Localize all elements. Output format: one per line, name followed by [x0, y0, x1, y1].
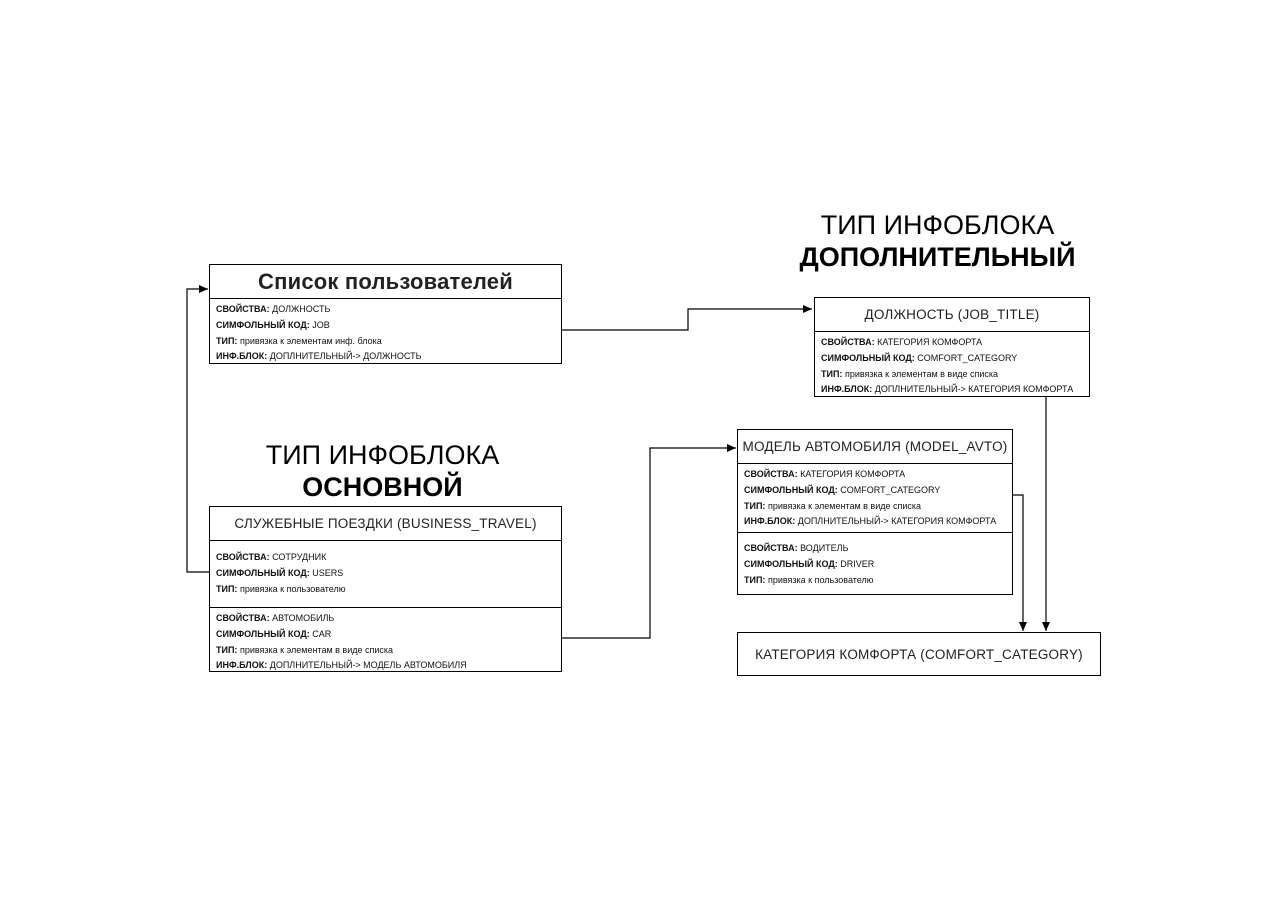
label-code: СИМФОЛЬНЫЙ КОД: — [216, 567, 310, 578]
value-type: привязка к пользователю — [767, 574, 874, 585]
value-type: привязка к элементам в виде списка — [239, 644, 394, 655]
label-block: ИНФ.БЛОК: — [744, 516, 796, 527]
label-type: ТИП: — [216, 335, 238, 346]
entity-model-avto[interactable]: МОДЕЛЬ АВТОМОБИЛЯ (MODEL_AVTO) СВОЙСТВА:… — [737, 429, 1013, 595]
label-type: ТИП: — [216, 583, 238, 594]
property-row-props: СВОЙСТВА: АВТОМОБИЛЬ — [216, 611, 555, 627]
heading-main-line1: ТИП ИНФОБЛОКА — [265, 440, 500, 470]
connector-travel-to-model-avto — [562, 444, 736, 639]
value-props: СОТРУДНИК — [272, 552, 327, 562]
heading-additional: ТИП ИНФОБЛОКА ДОПОЛНИТЕЛЬНЫЙ — [795, 210, 1080, 274]
connector-model-avto-to-comfort — [1013, 494, 1027, 631]
property-row-code: СИМФОЛЬНЫЙ КОД: USERS — [216, 566, 555, 582]
entity-section: СВОЙСТВА: КАТЕГОРИЯ КОМФОРТА СИМФОЛЬНЫЙ … — [815, 332, 1089, 400]
entity-business-travel-title: СЛУЖЕБНЫЕ ПОЕЗДКИ (BUSINESS_TRAVEL) — [210, 507, 561, 541]
label-type: ТИП: — [216, 644, 238, 655]
label-props: СВОЙСТВА: — [744, 469, 798, 479]
heading-main: ТИП ИНФОБЛОКА ОСНОВНОЙ — [255, 440, 510, 504]
entity-comfort-category-title: КАТЕГОРИЯ КОМФОРТА (COMFORT_CATEGORY) — [755, 646, 1083, 662]
value-block: ДОПЛНИТЕЛЬНЫЙ-> МОДЕЛЬ АВТОМОБИЛЯ — [269, 660, 467, 671]
label-code: СИМФОЛЬНЫЙ КОД: — [744, 558, 838, 569]
entity-business-travel[interactable]: СЛУЖЕБНЫЕ ПОЕЗДКИ (BUSINESS_TRAVEL) СВОЙ… — [209, 506, 562, 672]
label-props: СВОЙСТВА: — [821, 337, 875, 347]
connector-users-to-job-title — [562, 305, 812, 331]
property-row-code: СИМФОЛЬНЫЙ КОД: CAR — [216, 627, 555, 643]
value-code: CAR — [312, 628, 332, 639]
label-props: СВОЙСТВА: — [216, 304, 270, 314]
entity-section: СВОЙСТВА: ВОДИТЕЛЬ СИМФОЛЬНЫЙ КОД: DRIVE… — [738, 532, 1012, 590]
label-props: СВОЙСТВА: — [744, 543, 798, 554]
value-type: привязка к элементам инф. блока — [239, 335, 382, 346]
property-row-block: ИНФ.БЛОК: ДОПЛНИТЕЛЬНЫЙ-> КАТЕГОРИЯ КОМФ… — [744, 514, 1006, 530]
property-row-type: ТИП: привязка к пользователю — [216, 582, 555, 598]
label-props: СВОЙСТВА: — [216, 552, 270, 562]
property-row-type: ТИП: привязка к элементам инф. блока — [216, 334, 555, 350]
connector-travel-to-users — [186, 285, 210, 573]
property-row-type: ТИП: привязка к элементам в виде списка — [821, 367, 1083, 383]
entity-job-title-title: ДОЛЖНОСТЬ (JOB_TITLE) — [815, 298, 1089, 332]
value-props: КАТЕГОРИЯ КОМФОРТА — [877, 337, 983, 347]
entity-section: СВОЙСТВА: ДОЛЖНОСТЬ СИМФОЛЬНЫЙ КОД: JOB … — [210, 299, 561, 367]
label-code: СИМФОЛЬНЫЙ КОД: — [216, 628, 310, 639]
label-block: ИНФ.БЛОК: — [216, 660, 268, 671]
property-row-code: СИМФОЛЬНЫЙ КОД: JOB — [216, 318, 555, 334]
label-props: СВОЙСТВА: — [216, 613, 270, 623]
value-props: АВТОМОБИЛЬ — [272, 613, 335, 623]
entity-users-list[interactable]: Список пользователей СВОЙСТВА: ДОЛЖНОСТЬ… — [209, 264, 562, 364]
value-props: ДОЛЖНОСТЬ — [272, 304, 331, 314]
property-row-code: СИМФОЛЬНЫЙ КОД: COMFORT_CATEGORY — [744, 483, 1006, 499]
entity-comfort-category[interactable]: КАТЕГОРИЯ КОМФОРТА (COMFORT_CATEGORY) — [737, 632, 1101, 676]
entity-model-avto-title: МОДЕЛЬ АВТОМОБИЛЯ (MODEL_AVTO) — [738, 430, 1012, 464]
value-code: COMFORT_CATEGORY — [840, 484, 941, 495]
label-code: СИМФОЛЬНЫЙ КОД: — [216, 319, 310, 330]
value-code: DRIVER — [840, 558, 875, 569]
value-code: COMFORT_CATEGORY — [917, 352, 1018, 363]
property-row-type: ТИП: привязка к элементам в виде списка — [216, 643, 555, 659]
heading-main-line2: ОСНОВНОЙ — [302, 471, 463, 502]
property-row-block: ИНФ.БЛОК: ДОПЛНИТЕЛЬНЫЙ-> КАТЕГОРИЯ КОМФ… — [821, 382, 1083, 398]
property-row-props: СВОЙСТВА: КАТЕГОРИЯ КОМФОРТА — [744, 467, 1006, 483]
label-type: ТИП: — [744, 574, 766, 585]
label-code: СИМФОЛЬНЫЙ КОД: — [821, 352, 915, 363]
property-row-props: СВОЙСТВА: ДОЛЖНОСТЬ — [216, 302, 555, 318]
entity-section: СВОЙСТВА: КАТЕГОРИЯ КОМФОРТА СИМФОЛЬНЫЙ … — [738, 464, 1012, 532]
label-block: ИНФ.БЛОК: — [216, 351, 268, 362]
value-type: привязка к элементам в виде списка — [767, 500, 922, 511]
property-row-type: ТИП: привязка к элементам в виде списка — [744, 499, 1006, 515]
value-props: КАТЕГОРИЯ КОМФОРТА — [800, 469, 906, 479]
value-block: ДОПЛНИТЕЛЬНЫЙ-> ДОЛЖНОСТЬ — [269, 351, 422, 362]
label-type: ТИП: — [744, 500, 766, 511]
heading-additional-line1: ТИП ИНФОБЛОКА — [820, 210, 1055, 240]
label-code: СИМФОЛЬНЫЙ КОД: — [744, 484, 838, 495]
entity-users-list-title: Список пользователей — [210, 265, 561, 299]
entity-section: СВОЙСТВА: АВТОМОБИЛЬ СИМФОЛЬНЫЙ КОД: CAR… — [210, 607, 561, 676]
value-props: ВОДИТЕЛЬ — [800, 543, 849, 554]
entity-job-title[interactable]: ДОЛЖНОСТЬ (JOB_TITLE) СВОЙСТВА: КАТЕГОРИ… — [814, 297, 1090, 397]
entity-section: СВОЙСТВА: СОТРУДНИК СИМФОЛЬНЫЙ КОД: USER… — [210, 541, 561, 607]
value-type: привязка к элементам в виде списка — [844, 368, 999, 379]
value-type: привязка к пользователю — [239, 583, 346, 594]
value-code: USERS — [312, 567, 344, 578]
property-row-props: СВОЙСТВА: КАТЕГОРИЯ КОМФОРТА — [821, 335, 1083, 351]
label-block: ИНФ.БЛОК: — [821, 384, 873, 395]
property-row-code: СИМФОЛЬНЫЙ КОД: DRIVER — [744, 557, 1006, 573]
property-row-block: ИНФ.БЛОК: ДОПЛНИТЕЛЬНЫЙ-> ДОЛЖНОСТЬ — [216, 349, 555, 365]
label-type: ТИП: — [821, 368, 843, 379]
value-code: JOB — [312, 319, 330, 330]
property-row-props: СВОЙСТВА: СОТРУДНИК — [216, 550, 555, 566]
property-row-props: СВОЙСТВА: ВОДИТЕЛЬ — [744, 541, 1006, 557]
property-row-block: ИНФ.БЛОК: ДОПЛНИТЕЛЬНЫЙ-> МОДЕЛЬ АВТОМОБ… — [216, 658, 555, 674]
property-row-code: СИМФОЛЬНЫЙ КОД: COMFORT_CATEGORY — [821, 351, 1083, 367]
heading-additional-line2: ДОПОЛНИТЕЛЬНЫЙ — [799, 241, 1076, 272]
value-block: ДОПЛНИТЕЛЬНЫЙ-> КАТЕГОРИЯ КОМФОРТА — [797, 516, 997, 527]
value-block: ДОПЛНИТЕЛЬНЫЙ-> КАТЕГОРИЯ КОМФОРТА — [874, 384, 1074, 395]
property-row-type: ТИП: привязка к пользователю — [744, 573, 1006, 589]
